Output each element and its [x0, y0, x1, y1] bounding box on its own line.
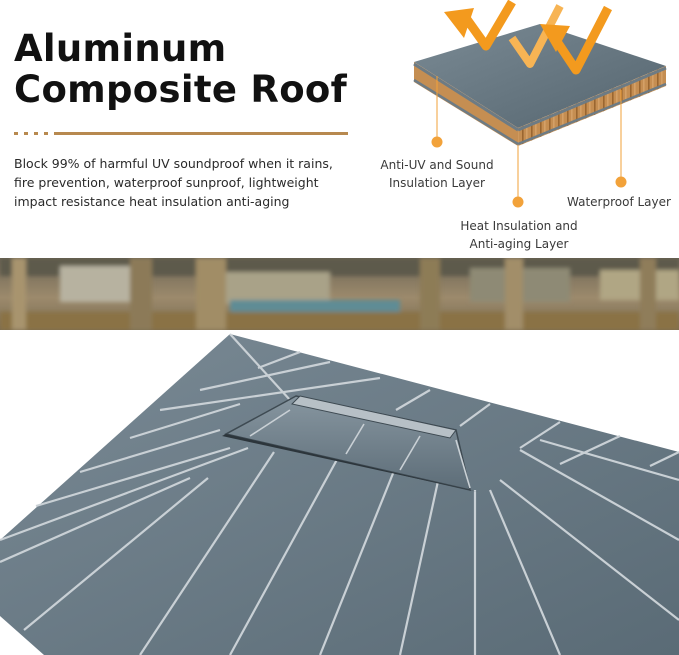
- waterproof-label: Waterproof Layer: [560, 193, 678, 211]
- panel-skin-line: [517, 82, 667, 146]
- waterproof-label-line: Waterproof Layer: [567, 195, 671, 209]
- ridge-cap-side: [222, 434, 478, 492]
- panel-skin-line: [413, 78, 519, 146]
- roof-surface: [0, 334, 679, 655]
- anti-uv-label-line: Anti-UV and Sound: [380, 158, 494, 172]
- heat-label: Heat Insulation and Anti-aging Layer: [439, 217, 599, 253]
- layer-diagram: [413, 0, 667, 208]
- heading-line-1: Aluminum: [14, 27, 227, 70]
- heading: Aluminum Composite Roof: [14, 28, 347, 110]
- divider-dot: [14, 132, 18, 135]
- heat-marker: [512, 196, 524, 208]
- uv-arrow-icon: [552, 5, 612, 75]
- heading-line-2: Composite Roof: [14, 68, 348, 111]
- uv-arrow-head-icon: [540, 24, 570, 52]
- divider-dot: [34, 132, 38, 135]
- roof-seams: [0, 333, 679, 655]
- accent-divider: [14, 132, 348, 135]
- anti-uv-label-line: Insulation Layer: [389, 176, 485, 190]
- uv-arrow-head-icon: [444, 8, 474, 38]
- anti-uv-marker: [431, 136, 443, 148]
- anti-uv-label: Anti-UV and Sound Insulation Layer: [362, 156, 512, 192]
- roof-top-view: [0, 333, 679, 655]
- heat-label-line: Anti-aging Layer: [469, 237, 569, 251]
- panel-honeycomb-face: [518, 66, 666, 146]
- panel-top-face: [414, 24, 666, 128]
- uv-arrow-icon: [462, 0, 516, 51]
- panel-skin-line: [517, 66, 667, 132]
- heat-label-line: Heat Insulation and: [460, 219, 578, 233]
- divider-dot: [24, 132, 28, 135]
- divider-dot: [44, 132, 48, 135]
- product-description: Block 99% of harmful UV soundproof when …: [14, 156, 333, 209]
- ridge-cap-top: [290, 395, 457, 439]
- patio-photo-band: [0, 258, 679, 330]
- divider-bar: [54, 132, 348, 135]
- panel-skin-line: [413, 62, 519, 132]
- ridge-cap-seams: [249, 409, 471, 489]
- panel-front-face: [414, 62, 518, 146]
- waterproof-marker: [615, 176, 627, 188]
